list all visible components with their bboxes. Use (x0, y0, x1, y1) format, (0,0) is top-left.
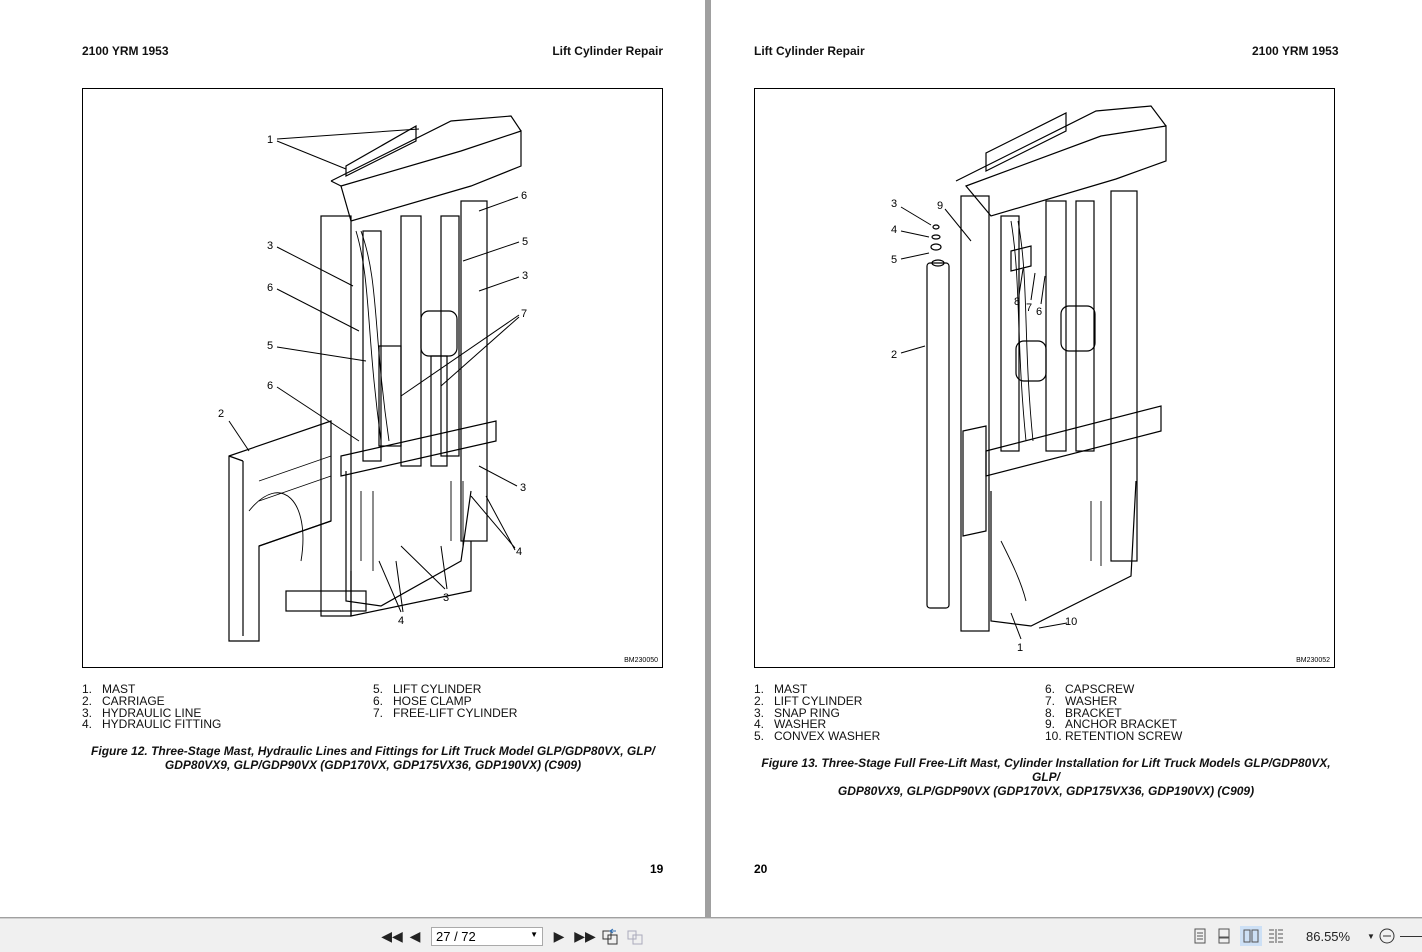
callout: 6 (1036, 306, 1042, 318)
zoom-slider[interactable] (1400, 936, 1422, 937)
callout: 6 (267, 282, 273, 294)
list-item: 10.RETENTION SCREW (1045, 729, 1183, 744)
callout: 8 (1014, 296, 1020, 308)
parts-list-col2: 5.LIFT CYLINDER 6.HOSE CLAMP 7.FREE-LIFT… (373, 682, 518, 720)
header-section-title: Lift Cylinder Repair (552, 44, 663, 58)
figure-id: BM230052 (1296, 657, 1330, 664)
viewer-toolbar: ◀◀ ◀ 27 / 72 ▼ ▶ ▶▶ 86.55% ▼ (0, 918, 1422, 952)
callout: 9 (937, 200, 943, 212)
mast-illustration: 3 9 4 5 8 7 6 2 10 1 (891, 105, 1167, 654)
callout: 2 (218, 408, 224, 420)
header-doc-number: 2100 YRM 1953 (1252, 44, 1339, 58)
single-page-icon[interactable] (1190, 926, 1210, 946)
callout-labels: 3 9 4 5 8 7 6 2 10 1 (891, 198, 1077, 654)
list-item: 5.CONVEX WASHER (754, 729, 881, 744)
callout: 3 (443, 592, 449, 604)
list-item: 4.HYDRAULIC FITTING (82, 717, 222, 732)
page-19: 2100 YRM 1953 Lift Cylinder Repair (0, 0, 705, 917)
callout: 5 (522, 236, 528, 248)
list-item: 6.HOSE CLAMP (373, 693, 472, 708)
figure-caption: Figure 12. Three-Stage Mast, Hydraulic L… (91, 744, 655, 772)
callout: 3 (522, 270, 528, 282)
two-page-continuous-icon[interactable] (1266, 926, 1286, 946)
callout: 5 (267, 340, 273, 352)
callout: 1 (1017, 642, 1023, 654)
zoom-out-icon[interactable] (1378, 926, 1396, 946)
callout: 3 (267, 240, 273, 252)
list-item: 2.LIFT CYLINDER (754, 693, 863, 708)
list-item: 1.MAST (754, 682, 808, 696)
two-page-icon[interactable] (1240, 926, 1262, 946)
list-item: 7.WASHER (1045, 693, 1118, 708)
chevron-down-icon: ▼ (530, 930, 538, 939)
list-item: 1.MAST (82, 682, 136, 696)
callout: 4 (516, 546, 522, 558)
callout: 10 (1065, 616, 1077, 628)
mast-illustration: 1 6 3 5 3 6 7 5 6 2 3 4 3 4 (218, 115, 528, 642)
list-item: 6.CAPSCREW (1045, 682, 1135, 696)
callout: 6 (267, 380, 273, 392)
callout: 1 (267, 134, 273, 146)
list-item: 7.FREE-LIFT CYLINDER (373, 705, 518, 720)
figure-caption: Figure 13. Three-Stage Full Free-Lift Ma… (761, 756, 1331, 798)
callout: 7 (1026, 302, 1032, 314)
figure-13: 3 9 4 5 8 7 6 2 10 1 BM230052 (754, 88, 1335, 668)
callout: 4 (891, 224, 897, 236)
last-page-icon[interactable]: ▶▶ (574, 927, 596, 944)
list-item: 9.ANCHOR BRACKET (1045, 717, 1178, 732)
callout: 3 (520, 482, 526, 494)
callout: 7 (521, 308, 527, 320)
list-item: 3.SNAP RING (754, 705, 840, 720)
zoom-dropdown-icon[interactable]: ▼ (1367, 931, 1375, 941)
next-page-icon[interactable]: ▶ (553, 927, 565, 944)
page-number-select[interactable]: 27 / 72 ▼ (431, 927, 543, 946)
previous-page-icon[interactable]: ◀ (409, 927, 421, 944)
page-20: Lift Cylinder Repair 2100 YRM 1953 (711, 0, 1422, 917)
previous-view-icon[interactable] (600, 926, 620, 946)
first-page-icon[interactable]: ◀◀ (381, 927, 403, 944)
list-item: 4.WASHER (754, 717, 827, 732)
list-item: 5.LIFT CYLINDER (373, 682, 482, 696)
list-item: 3.HYDRAULIC LINE (82, 705, 202, 720)
parts-list-col2: 6.CAPSCREW 7.WASHER 8.BRACKET 9.ANCHOR B… (1045, 682, 1183, 744)
list-item: 2.CARRIAGE (82, 693, 165, 708)
header-section-title: Lift Cylinder Repair (754, 44, 865, 58)
list-item: 8.BRACKET (1045, 705, 1122, 720)
figure-id: BM230050 (624, 657, 658, 664)
callout: 2 (891, 349, 897, 361)
callout-labels: 1 6 3 5 3 6 7 5 6 2 3 4 3 4 (218, 134, 528, 627)
callout: 3 (891, 198, 897, 210)
callout: 5 (891, 254, 897, 266)
figure-12: 1 6 3 5 3 6 7 5 6 2 3 4 3 4 BM230050 (82, 88, 663, 668)
page-number: 20 (754, 862, 768, 876)
continuous-icon[interactable] (1214, 926, 1234, 946)
header-doc-number: 2100 YRM 1953 (82, 44, 169, 58)
callout: 4 (398, 615, 404, 627)
parts-list-col1: 1.MAST 2.LIFT CYLINDER 3.SNAP RING 4.WAS… (754, 682, 881, 744)
zoom-level[interactable]: 86.55% (1306, 929, 1351, 944)
parts-list-col1: 1.MAST 2.CARRIAGE 3.HYDRAULIC LINE 4.HYD… (82, 682, 222, 732)
page-number: 19 (650, 862, 664, 876)
callout: 6 (521, 190, 527, 202)
next-view-icon[interactable] (625, 926, 645, 946)
